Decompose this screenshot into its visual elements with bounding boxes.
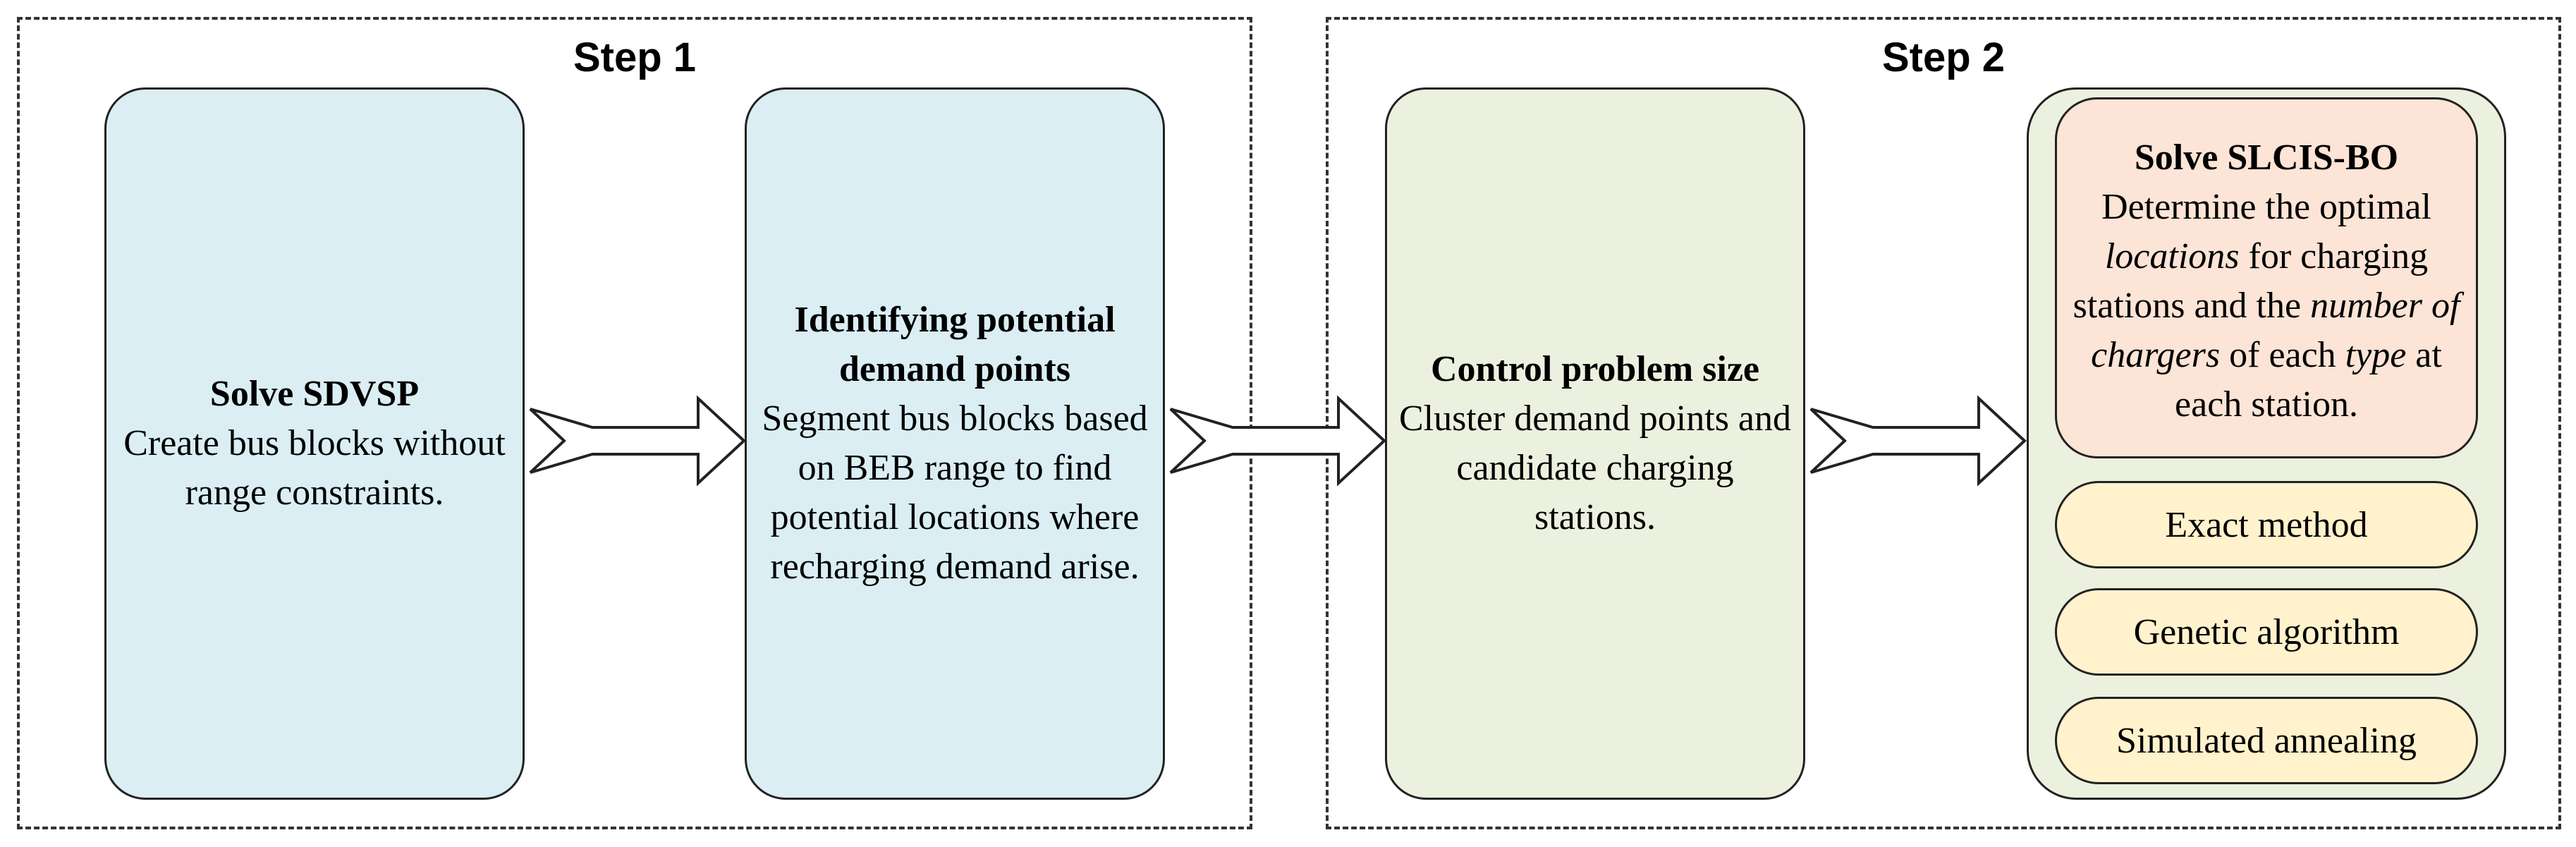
step1-group: Step 1 bbox=[17, 17, 1252, 829]
slcis-title: Solve SLCIS-BO bbox=[2134, 138, 2399, 178]
step1-title: Step 1 bbox=[573, 35, 697, 80]
solve-sdvsp-box: Solve SDVSP Create bus blocks without ra… bbox=[104, 87, 525, 800]
genetic-algorithm-pill: Genetic algorithm bbox=[2055, 588, 2478, 676]
arrow-2-icon bbox=[1169, 395, 1386, 487]
slcis-box: Solve SLCIS-BO Determine the optimal loc… bbox=[2055, 97, 2478, 458]
solve-sdvsp-text: Create bus blocks without range constrai… bbox=[123, 423, 506, 513]
step2-group: Step 2 bbox=[1326, 17, 2561, 829]
demand-points-box: Identifying potential demand points Segm… bbox=[745, 87, 1165, 800]
simulated-annealing-pill: Simulated annealing bbox=[2055, 697, 2478, 784]
arrow-3-icon bbox=[1809, 395, 2027, 487]
exact-method-pill: Exact method bbox=[2055, 481, 2478, 568]
step2-title: Step 2 bbox=[1881, 35, 2006, 80]
control-size-text: Cluster demand points and candidate char… bbox=[1398, 398, 1792, 537]
demand-points-title: Identifying potential demand points bbox=[794, 300, 1116, 389]
solve-sdvsp-title: Solve SDVSP bbox=[209, 374, 420, 414]
arrow-1-icon bbox=[529, 395, 746, 487]
slcis-text: Determine the optimal locations for char… bbox=[2073, 187, 2460, 425]
control-size-box: Control problem size Cluster demand poin… bbox=[1385, 87, 1805, 800]
demand-points-text: Segment bus blocks based on BEB range to… bbox=[762, 398, 1148, 587]
control-size-title: Control problem size bbox=[1430, 349, 1760, 389]
